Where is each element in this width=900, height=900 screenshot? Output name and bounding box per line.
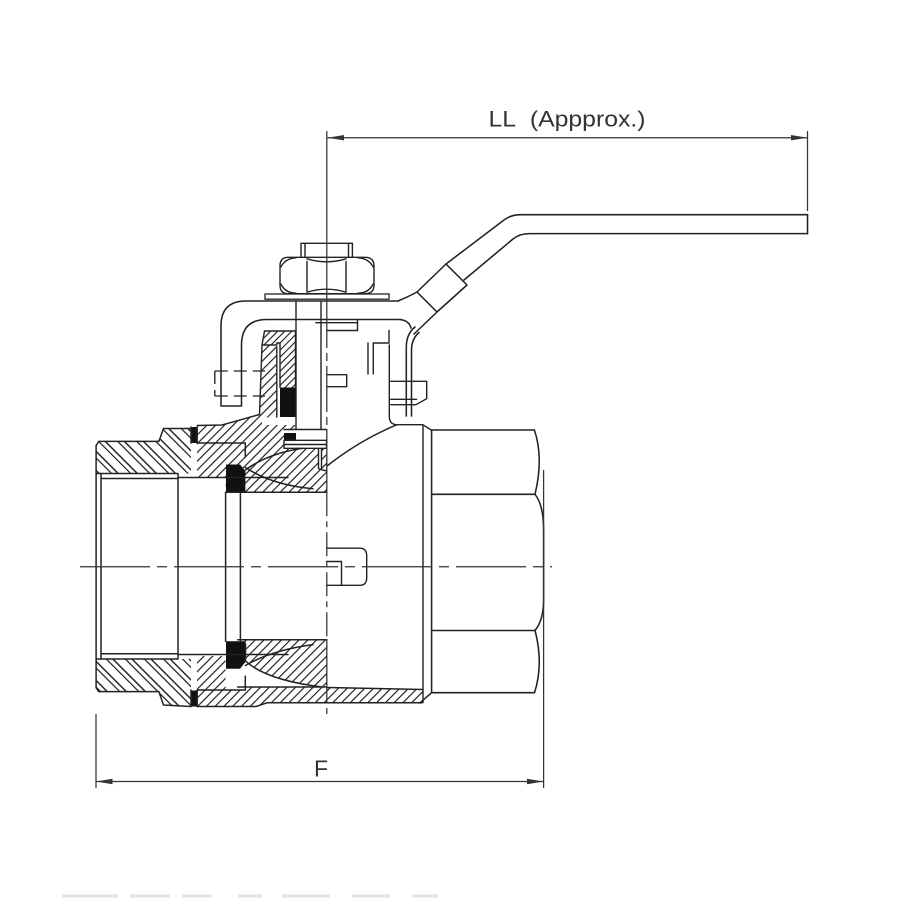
svg-text:F: F: [314, 756, 328, 782]
svg-text:LL (Appprox.): LL (Appprox.): [489, 107, 646, 132]
